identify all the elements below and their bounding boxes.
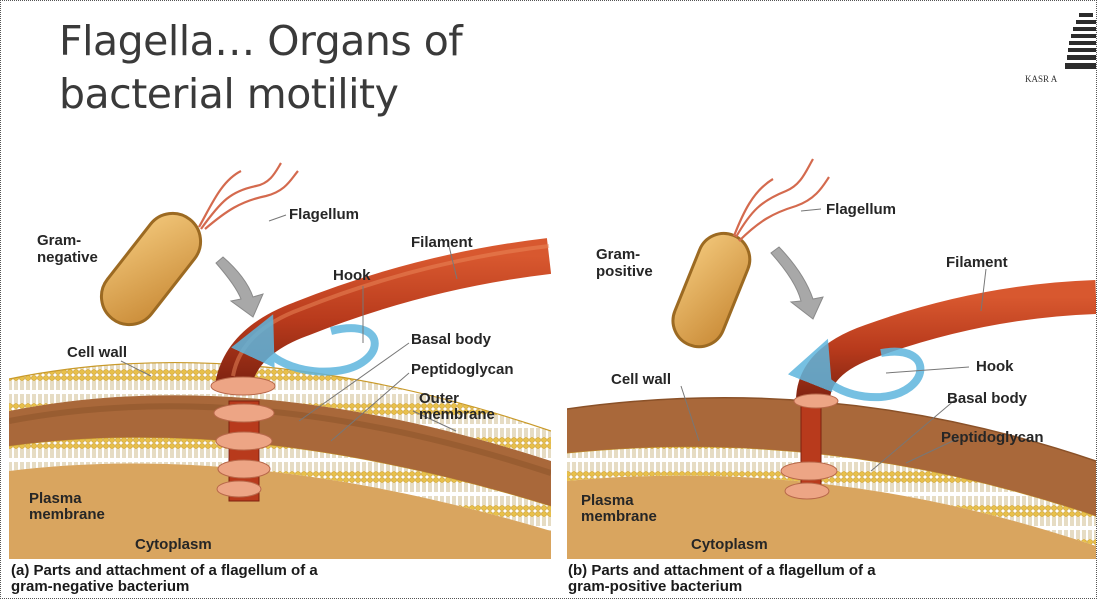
- label-filament-b: Filament: [946, 254, 1008, 271]
- hook-collar-b: [794, 394, 838, 408]
- label-plasma-membrane-a-2: membrane: [29, 506, 105, 523]
- caption-a-2: gram-negative bacterium: [11, 578, 189, 595]
- filament-b: [813, 297, 1096, 401]
- label-cytoplasm-b: Cytoplasm: [691, 536, 768, 553]
- caption-a-1: (a) Parts and attachment of a flagellum …: [11, 562, 318, 579]
- basal-ring-b1: [781, 462, 837, 480]
- label-peptidoglycan-b: Peptidoglycan: [941, 429, 1044, 446]
- basal-ring-a2: [216, 432, 272, 450]
- label-cytoplasm-a: Cytoplasm: [135, 536, 212, 553]
- caption-b-1: (b) Parts and attachment of a flagellum …: [568, 562, 876, 579]
- label-gram-negative-2: negative: [37, 249, 98, 266]
- zoom-arrow-b: [771, 247, 823, 319]
- small-flagella-b: [734, 159, 829, 241]
- label-flagellum-b: Flagellum: [826, 201, 896, 218]
- label-outer-membrane-a-2: membrane: [419, 406, 495, 423]
- label-cell-wall-a: Cell wall: [67, 344, 127, 361]
- small-flagella-a: [199, 163, 298, 229]
- caption-b-2: gram-positive bacterium: [568, 578, 742, 595]
- label-hook-a: Hook: [333, 267, 371, 284]
- label-gram-positive-2: positive: [596, 263, 653, 280]
- label-filament-a: Filament: [411, 234, 473, 251]
- label-plasma-membrane-a-1: Plasma: [29, 490, 82, 507]
- basal-ring-a3: [218, 460, 270, 478]
- label-peptidoglycan-a: Peptidoglycan: [411, 361, 514, 378]
- label-gram-negative-1: Gram-: [37, 232, 81, 249]
- basal-ring-b2: [785, 483, 829, 499]
- bacterium-cell-a: [90, 202, 212, 336]
- label-gram-positive-1: Gram-: [596, 246, 640, 263]
- label-hook-b: Hook: [976, 358, 1014, 375]
- basal-ring-a1: [214, 404, 274, 422]
- panel-b: [567, 159, 1096, 561]
- label-plasma-membrane-b-2: membrane: [581, 508, 657, 525]
- label-plasma-membrane-b-1: Plasma: [581, 492, 634, 509]
- basal-ring-a4: [217, 481, 261, 497]
- bacterium-cell-b: [665, 226, 757, 355]
- hook-collar-a: [211, 377, 275, 395]
- label-basal-body-a: Basal body: [411, 331, 492, 348]
- label-flagellum-a: Flagellum: [289, 206, 359, 223]
- label-cell-wall-b: Cell wall: [611, 371, 671, 388]
- zoom-arrow-a: [216, 257, 263, 317]
- label-outer-membrane-a-1: Outer: [419, 390, 459, 407]
- label-basal-body-b: Basal body: [947, 390, 1028, 407]
